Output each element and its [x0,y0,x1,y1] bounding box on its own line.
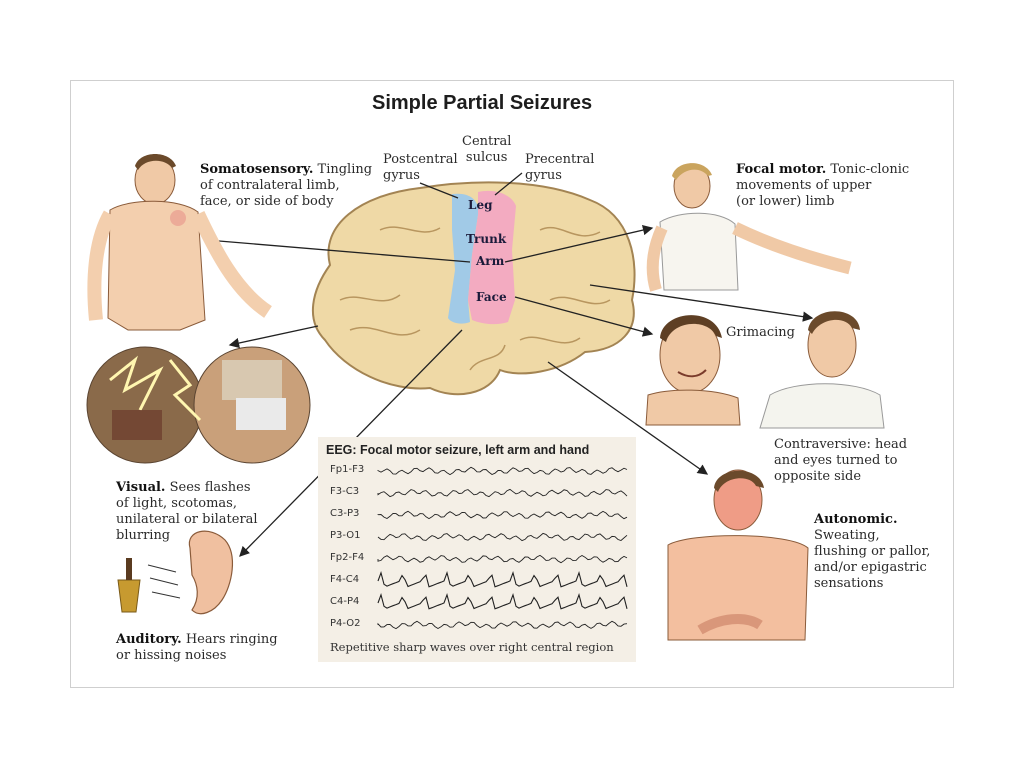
visual-field-illustration [86,346,311,464]
central-sulcus-line-1: Central [462,134,512,149]
visual-heading: Visual. [116,480,166,495]
visual-text: Visual. Sees flashes of light, scotomas,… [116,480,296,544]
precentral-line-2: gyrus [525,168,562,183]
focal-motor-text: Focal motor. Tonic-clonic movements of u… [736,162,926,210]
postcentral-line-2: gyrus [383,168,420,183]
autonomic-figure [667,469,809,641]
eeg-channel-label: Fp2-F4 [330,552,365,563]
postcentral-line-1: Postcentral [383,152,458,167]
eeg-channel-label: F4-C4 [330,574,360,585]
eeg-panel [318,437,636,662]
eeg-channel-label: P4-O2 [330,618,361,629]
precentral-gyrus-strip [468,190,516,325]
contraversive-line-3: opposite side [774,469,862,484]
grimacing-label: Grimacing [726,325,795,340]
region-trunk: Trunk [466,232,507,246]
auditory-illustration [117,530,233,615]
figure-title: Simple Partial Seizures [372,92,593,114]
auditory-line-1: Hears ringing [185,632,278,647]
region-leg: Leg [468,198,493,212]
eeg-channel-label: P3-O1 [330,530,361,541]
region-arm: Arm [476,254,505,268]
contraversive-line-1: Contraversive: head [774,437,908,452]
region-face: Face [476,290,507,304]
visual-line-1: Sees flashes [169,480,251,495]
contraversive-figure [759,311,885,429]
somatosensory-line-2: of contralateral limb, [200,178,340,193]
somatosensory-line-1: Tingling [317,162,373,177]
eeg-title: EEG: Focal motor seizure, left arm and h… [326,443,590,457]
autonomic-text: Autonomic. Sweating, flushing or pallor,… [814,512,949,592]
brain-illustration [311,181,636,396]
autonomic-heading: Autonomic. [814,512,898,527]
autonomic-line-2: flushing or pallor, [814,544,931,559]
visual-line-4: blurring [116,528,171,543]
eeg-channel-label: Fp1-F3 [330,464,365,475]
auditory-line-2: or hissing noises [116,648,227,663]
eeg-caption: Repetitive sharp waves over right centra… [330,640,614,654]
visual-line-3: unilateral or bilateral [116,512,258,527]
focal-motor-line-3: (or lower) limb [736,194,835,209]
focal-motor-line-1: Tonic-clonic [830,162,910,177]
precentral-line-1: Precentral [525,152,595,167]
somatosensory-figure [87,154,273,331]
central-sulcus-label: Central sulcus [462,134,511,166]
auditory-text: Auditory. Hears ringing or hissing noise… [116,632,316,664]
visual-line-2: of light, scotomas, [116,496,237,511]
central-sulcus-line-2: sulcus [465,150,508,165]
autonomic-line-1: Sweating, [814,528,880,543]
contraversive-text: Contraversive: head and eyes turned to o… [774,437,944,485]
grimacing-figure [645,315,741,426]
focal-motor-figure [646,163,852,292]
contraversive-line-2: and eyes turned to [774,453,898,468]
eeg-channel-label: C3-P3 [330,508,360,519]
eeg-channel-label: C4-P4 [330,596,360,607]
auditory-heading: Auditory. [116,632,182,647]
eeg-channel-label: F3-C3 [330,486,360,497]
somatosensory-line-3: face, or side of body [200,194,334,209]
postcentral-gyrus-strip [448,193,479,324]
focal-motor-line-2: movements of upper [736,178,872,193]
somatosensory-text: Somatosensory. Tingling of contralateral… [200,162,380,210]
autonomic-line-3: and/or epigastric [814,560,927,575]
autonomic-line-4: sensations [814,576,884,591]
precentral-gyrus-label: Precentral gyrus [525,152,594,184]
postcentral-gyrus-label: Postcentral gyrus [383,152,458,184]
focal-motor-heading: Focal motor. [736,162,827,177]
somatosensory-heading: Somatosensory. [200,162,314,177]
